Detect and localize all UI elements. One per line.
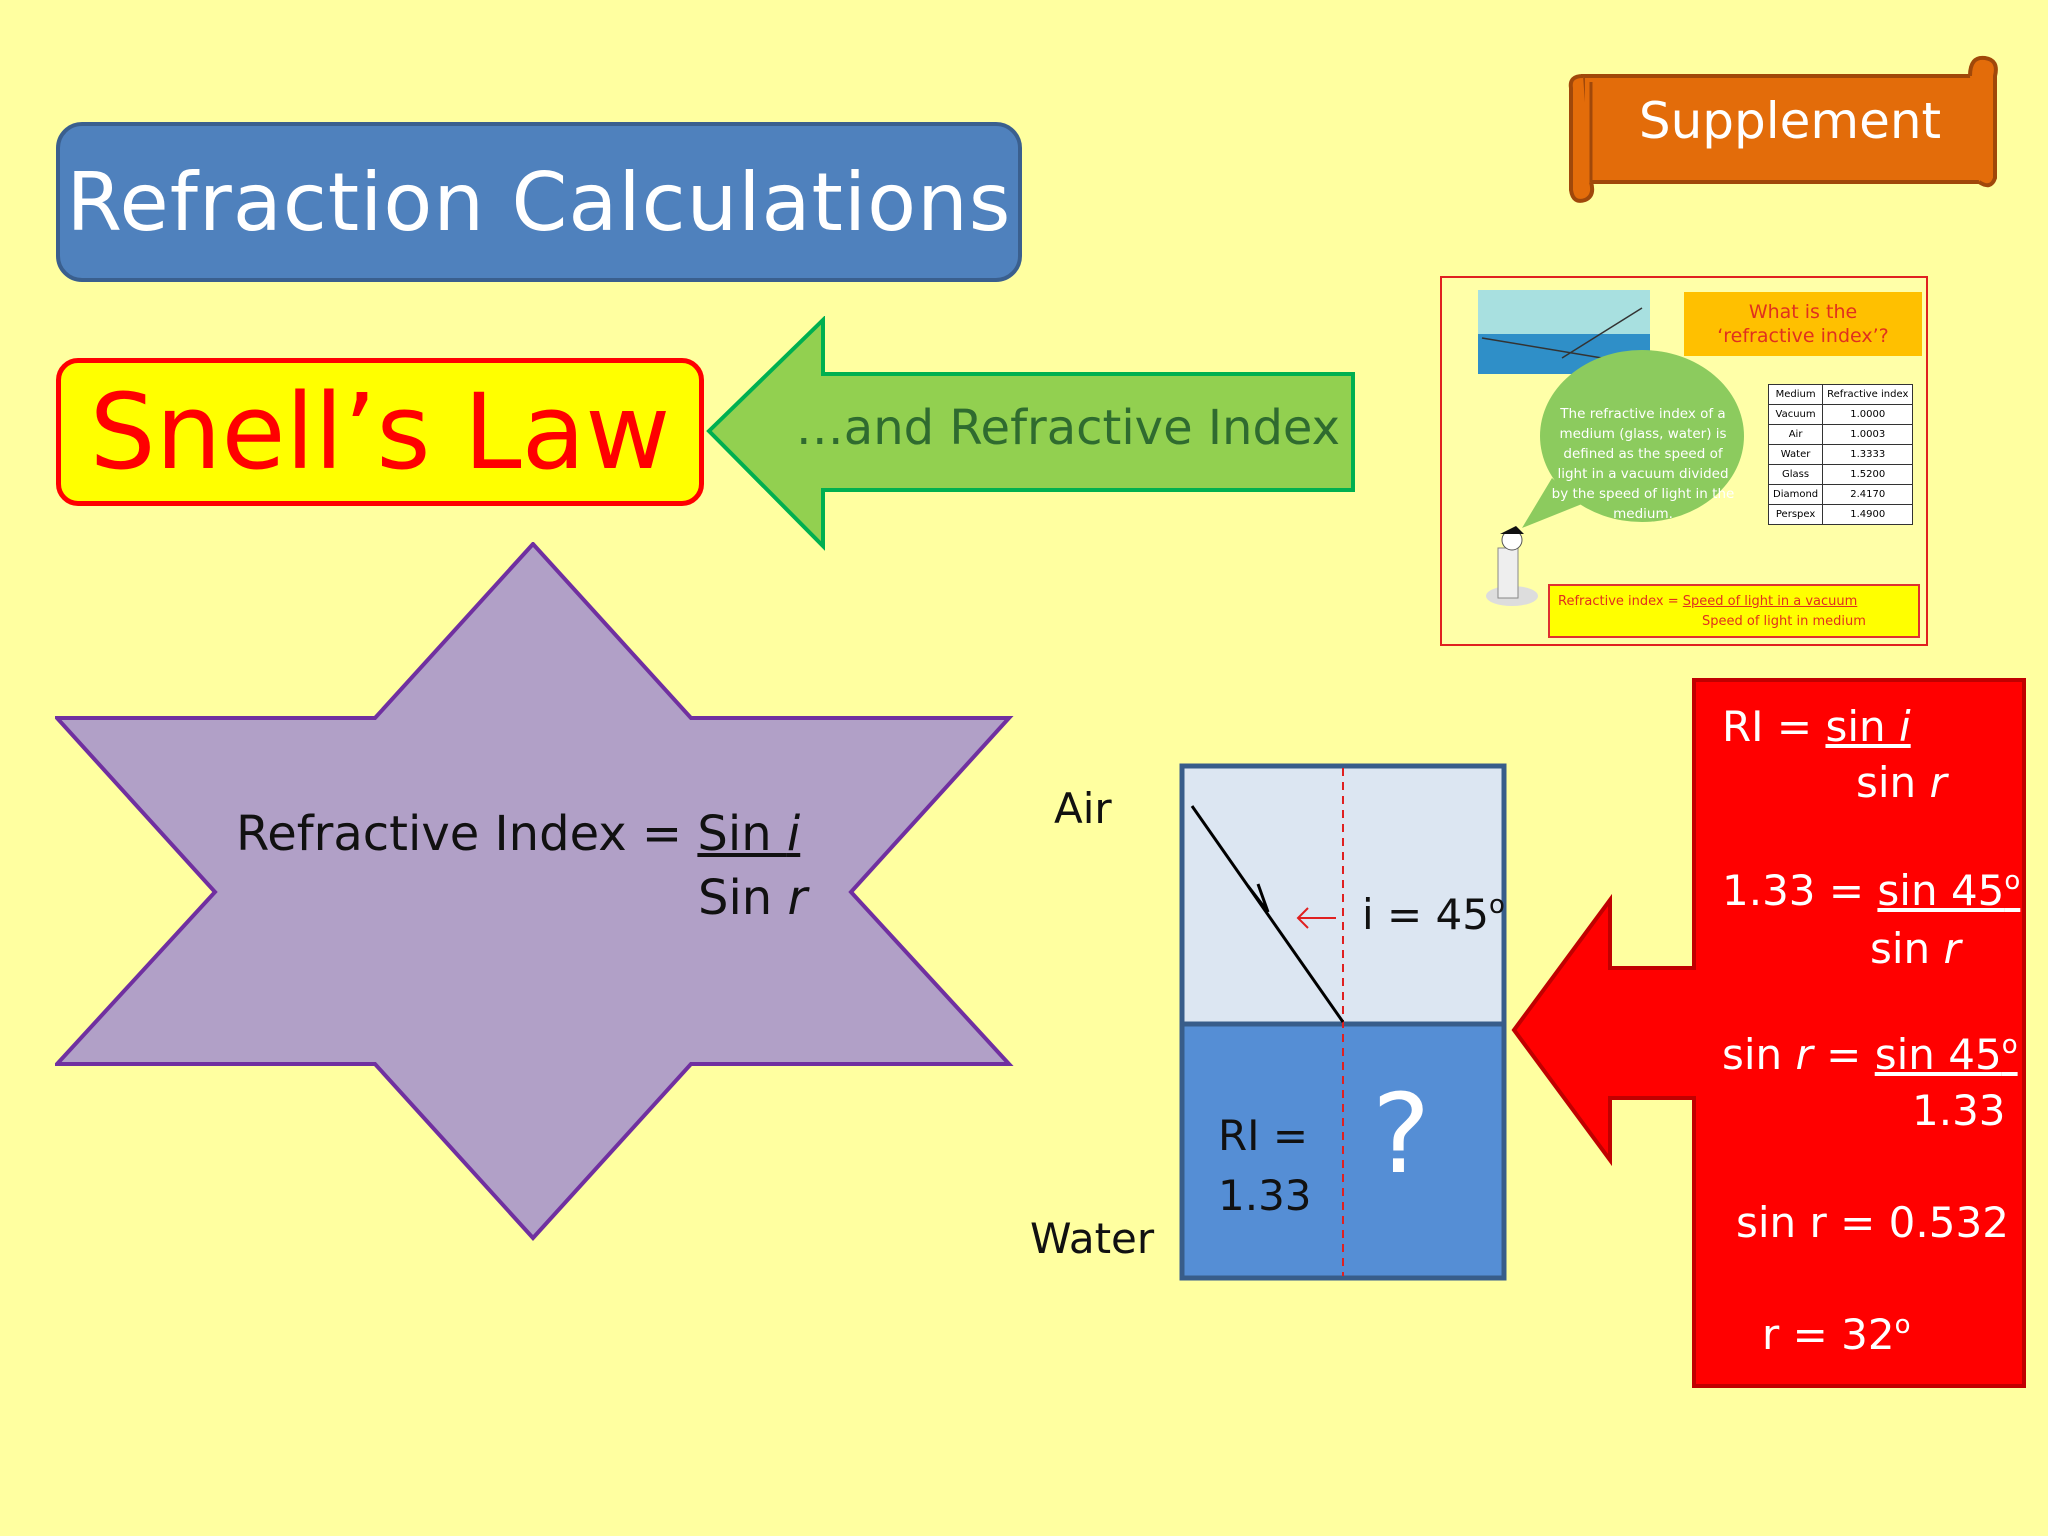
- calc-l3-lhs-symbol: r: [1795, 1030, 1813, 1079]
- page-title: Refraction Calculations: [66, 155, 1012, 249]
- calc-line-3: sin r = sin 45o: [1722, 1030, 2018, 1079]
- table-cell: Water: [1767, 444, 1824, 465]
- green-arrow: [706, 316, 1355, 551]
- calc-line-1-den: sin r: [1856, 758, 1947, 807]
- water-label: Water: [1030, 1214, 1155, 1263]
- water-ri-label: RI = 1.33: [1218, 1106, 1312, 1226]
- thumbnail-title-line2: ‘refractive index’?: [1717, 325, 1889, 347]
- refractive-index-formula: Refractive Index = Sin i Sin r: [236, 806, 816, 926]
- calc-l1-numerator: sin i: [1825, 702, 1910, 751]
- thumbnail-illustration: [1478, 290, 1744, 606]
- thumbnail-table-header: Medium: [1767, 384, 1824, 405]
- thumbnail-slide: What is the ‘refractive index’? The refr…: [1440, 276, 1928, 646]
- refractive-index-arrow-label: …and Refractive Index: [795, 400, 1340, 456]
- table-cell: Air: [1767, 424, 1824, 445]
- unknown-angle-question-mark: ?: [1372, 1070, 1431, 1198]
- formula-denominator: Sin r: [698, 870, 807, 926]
- calc-l3-equals: =: [1812, 1030, 1875, 1079]
- supplement-banner: [1568, 55, 1998, 203]
- calc-l2-numerator: sin 45o: [1877, 866, 2020, 915]
- table-cell: 1.0003: [1822, 424, 1914, 445]
- calc-line-1: RI = sin i: [1722, 702, 1911, 751]
- calc-l1-lhs: RI =: [1722, 702, 1826, 751]
- calc-line-5: r = 32o: [1762, 1310, 1911, 1359]
- water-ri-line1: RI =: [1218, 1111, 1309, 1160]
- table-cell: 1.4900: [1822, 504, 1914, 525]
- refraction-diagram: [1179, 763, 1507, 1281]
- calculation-steps: RI = sin i sin r 1.33 = sin 45o sin r si…: [1692, 682, 2022, 1382]
- water-ri-line2: 1.33: [1218, 1171, 1312, 1220]
- calc-l3-num-text: sin 45: [1874, 1030, 2002, 1079]
- calc-l2-den-text: sin: [1870, 924, 1944, 973]
- title-box: Refraction Calculations: [56, 122, 1022, 282]
- table-cell: Glass: [1767, 464, 1824, 485]
- thumbnail-formula: Refractive index = Speed of light in a v…: [1548, 584, 1920, 638]
- snells-law-box: Snell’s Law: [56, 358, 704, 506]
- thumbnail-title-line1: What is the: [1748, 301, 1858, 323]
- table-cell: 2.4170: [1822, 484, 1914, 505]
- calc-l1-num-text: sin: [1825, 702, 1899, 751]
- table-cell: Vacuum: [1767, 404, 1824, 425]
- table-cell: 1.0000: [1822, 404, 1914, 425]
- degree-symbol: o: [1894, 1310, 1911, 1340]
- calc-l1-den-symbol: r: [1929, 758, 1947, 807]
- table-cell: 1.5200: [1822, 464, 1914, 485]
- thumbnail-table-header: Refractive index: [1822, 384, 1914, 405]
- calc-line-4: sin r = 0.532: [1736, 1198, 2009, 1247]
- calc-l1-den-text: sin: [1856, 758, 1930, 807]
- calc-l2-num-text: sin 45: [1877, 866, 2005, 915]
- calculation-arrow: [1511, 678, 2026, 1388]
- calc-l3-lhs-text: sin: [1722, 1030, 1796, 1079]
- thumbnail-title: What is the ‘refractive index’?: [1684, 292, 1922, 356]
- calc-l2-lhs: 1.33 =: [1722, 866, 1878, 915]
- table-cell: 1.3333: [1822, 444, 1914, 465]
- calc-line-2: 1.33 = sin 45o: [1722, 866, 2020, 915]
- degree-symbol: o: [2001, 1030, 2018, 1060]
- incidence-text: i = 45: [1362, 890, 1490, 939]
- degree-symbol: o: [2004, 866, 2021, 896]
- calc-line-2-den: sin r: [1870, 924, 1961, 973]
- calc-line-3-den: 1.33: [1912, 1086, 2006, 1135]
- thumbnail-formula-denominator: Speed of light in medium: [1702, 614, 1866, 629]
- calc-l3-numerator: sin 45o: [1875, 1030, 2018, 1079]
- formula-denominator-symbol: r: [787, 870, 808, 926]
- calc-l2-den-symbol: r: [1943, 924, 1961, 973]
- thumbnail-bubble-text: The refractive index of a medium (glass,…: [1551, 406, 1735, 522]
- table-cell: Perspex: [1767, 504, 1824, 525]
- formula-numerator-text: Sin: [697, 806, 787, 862]
- air-label: Air: [1054, 784, 1112, 833]
- formula-lhs: Refractive Index =: [236, 806, 698, 862]
- thumbnail-formula-lhs: Refractive index =: [1558, 594, 1679, 609]
- calc-l5-text: r = 32: [1762, 1310, 1895, 1359]
- snells-law-heading: Snell’s Law: [89, 371, 671, 493]
- thumbnail-formula-numerator: Speed of light in a vacuum: [1682, 594, 1858, 609]
- formula-numerator-symbol: i: [786, 806, 801, 862]
- calc-l1-num-symbol: i: [1899, 702, 1911, 751]
- supplement-label: Supplement: [1638, 92, 1942, 150]
- formula-denominator-text: Sin: [698, 870, 788, 926]
- table-cell: Diamond: [1767, 484, 1824, 505]
- refractive-index-star: [55, 542, 1014, 1241]
- formula-numerator: Sin i: [697, 806, 800, 862]
- degree-symbol: o: [1489, 890, 1505, 920]
- incidence-angle-label: i = 45o: [1362, 890, 1505, 939]
